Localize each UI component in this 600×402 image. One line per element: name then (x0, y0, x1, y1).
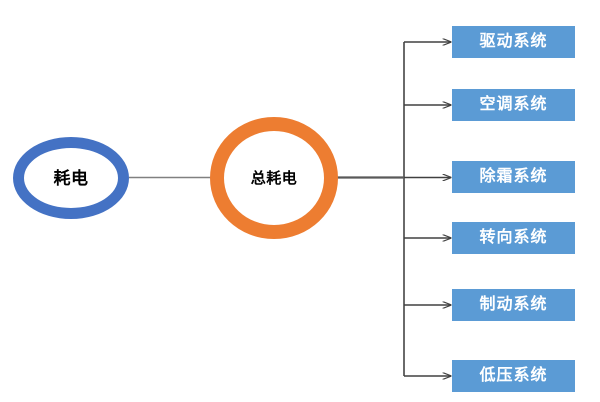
leaf-box-defrost-system[interactable]: 除霜系统 (452, 161, 575, 193)
leaf-label-low-voltage-system: 低压系统 (479, 367, 548, 384)
leaf-box-braking-system[interactable]: 制动系统 (452, 289, 575, 321)
leaf-label-braking-system: 制动系统 (479, 296, 548, 313)
leaf-label-air-conditioning-system: 空调系统 (479, 96, 548, 113)
node-total-label: 总耗电 (250, 169, 298, 187)
leaf-box-drive-system[interactable]: 驱动系统 (452, 26, 575, 58)
leaf-label-defrost-system: 除霜系统 (479, 168, 548, 185)
leaf-box-low-voltage-system[interactable]: 低压系统 (452, 360, 575, 392)
node-source-label: 耗电 (53, 168, 89, 188)
node-total-power-consumption[interactable]: 总耗电 (210, 117, 338, 239)
leaf-label-steering-system: 转向系统 (479, 229, 548, 246)
leaf-box-air-conditioning-system[interactable]: 空调系统 (452, 89, 575, 121)
leaf-box-steering-system[interactable]: 转向系统 (452, 222, 575, 254)
leaf-label-drive-system: 驱动系统 (479, 33, 548, 50)
node-source-power-consumption[interactable]: 耗电 (13, 137, 129, 219)
